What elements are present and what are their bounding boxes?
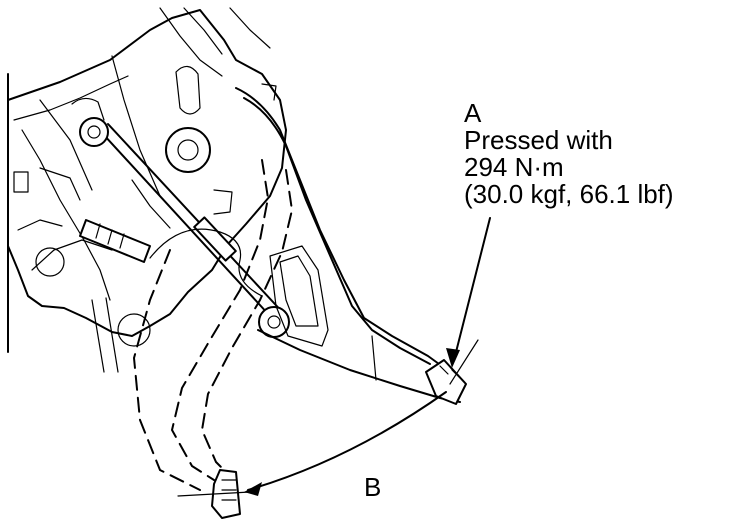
pedal-arm-released [235,87,461,403]
callout-b-letter: B [364,472,382,502]
pedal-arm-pressed [132,159,294,491]
wire-harness [91,228,263,373]
callout-b: B [364,474,381,501]
brake-switch [79,219,151,263]
travel-arc-arrow [244,391,447,496]
force-arrow [446,217,491,385]
pedal-pad-b [177,469,251,519]
callout-a: A Pressed with 294 N·m (30.0 kgf, 66.1 l… [464,100,674,208]
callout-a-letter: A [464,98,482,128]
callout-a-line2: 294 N·m [464,152,564,182]
callout-a-line1: Pressed with [464,125,613,155]
push-rod [79,117,290,338]
pedal-pad-a [425,359,467,405]
pedal-bracket [7,7,287,347]
callout-a-line3: (30.0 kgf, 66.1 lbf) [464,179,674,209]
